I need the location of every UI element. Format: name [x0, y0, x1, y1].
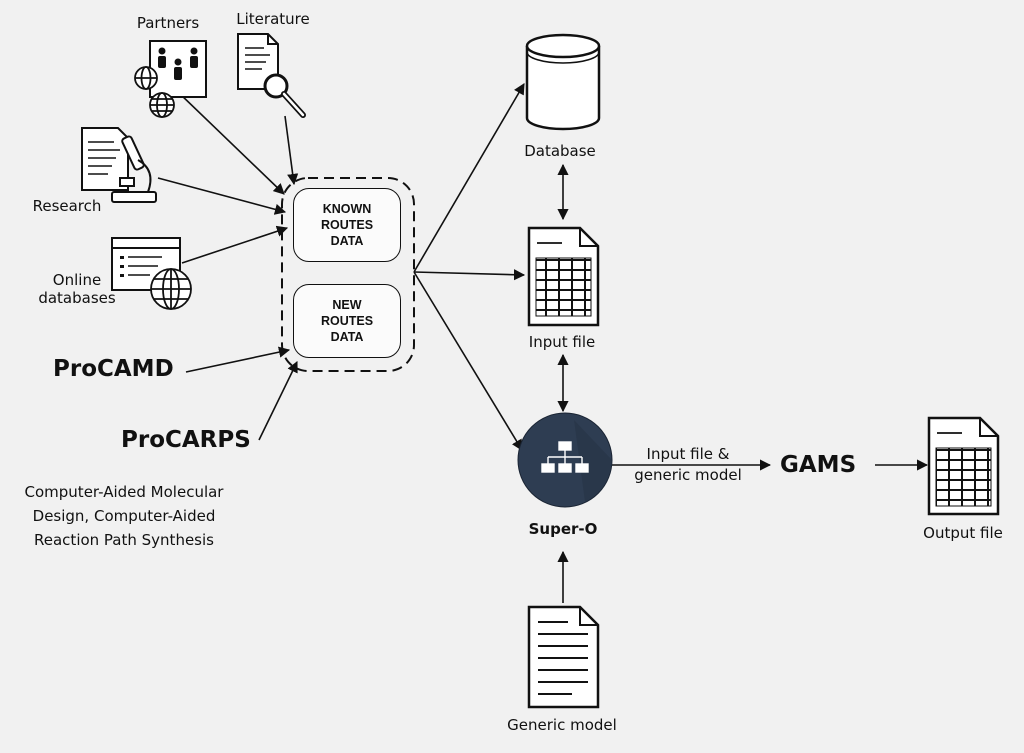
new-routes-data-box: NEW ROUTES DATA — [293, 284, 401, 358]
arrow-to-input-file — [413, 269, 526, 281]
partners-label: Partners — [136, 14, 200, 32]
text-document-icon — [527, 605, 600, 709]
people-globe-icon — [134, 40, 207, 118]
database-label: Database — [524, 142, 596, 160]
input-file-label: Input file — [528, 333, 596, 351]
super-o-gams-edge-label: Input file & generic model — [634, 445, 742, 484]
procarps-label: ProCARPS — [121, 427, 251, 453]
arrow-partners — [177, 91, 285, 195]
arrow-research — [157, 177, 287, 215]
arrow-procamd — [185, 346, 291, 373]
research-label: Research — [32, 197, 102, 215]
routes-data-container — [281, 177, 415, 372]
literature-label: Literature — [236, 10, 310, 28]
document-microscope-icon — [81, 127, 157, 203]
browser-globe-icon — [111, 237, 192, 310]
gams-label: GAMS — [780, 452, 857, 478]
output-file-label: Output file — [923, 524, 1003, 542]
document-magnifier-icon — [237, 33, 306, 118]
generic-model-label: Generic model — [507, 716, 617, 734]
arrow-to-super-o — [413, 271, 523, 451]
database-cylinder-icon — [525, 33, 601, 131]
procarps-description: Computer-Aided Molecular Design, Compute… — [24, 483, 224, 549]
new-routes-data-label: NEW ROUTES DATA — [320, 298, 374, 344]
arrow-literature — [284, 115, 299, 186]
super-o-label: Super-O — [528, 520, 598, 538]
hierarchy-circle-icon — [517, 412, 613, 508]
arrow-procarps — [258, 360, 298, 441]
arrow-to-database — [413, 83, 525, 273]
procamd-label: ProCAMD — [53, 356, 174, 382]
online-databases-label: Online databases — [38, 271, 116, 307]
spreadsheet-file-icon — [527, 226, 600, 327]
spreadsheet-file-icon — [927, 416, 1000, 516]
arrow-online-databases — [181, 225, 289, 264]
known-routes-data-box: KNOWN ROUTES DATA — [293, 188, 401, 262]
known-routes-data-label: KNOWN ROUTES DATA — [320, 202, 374, 248]
